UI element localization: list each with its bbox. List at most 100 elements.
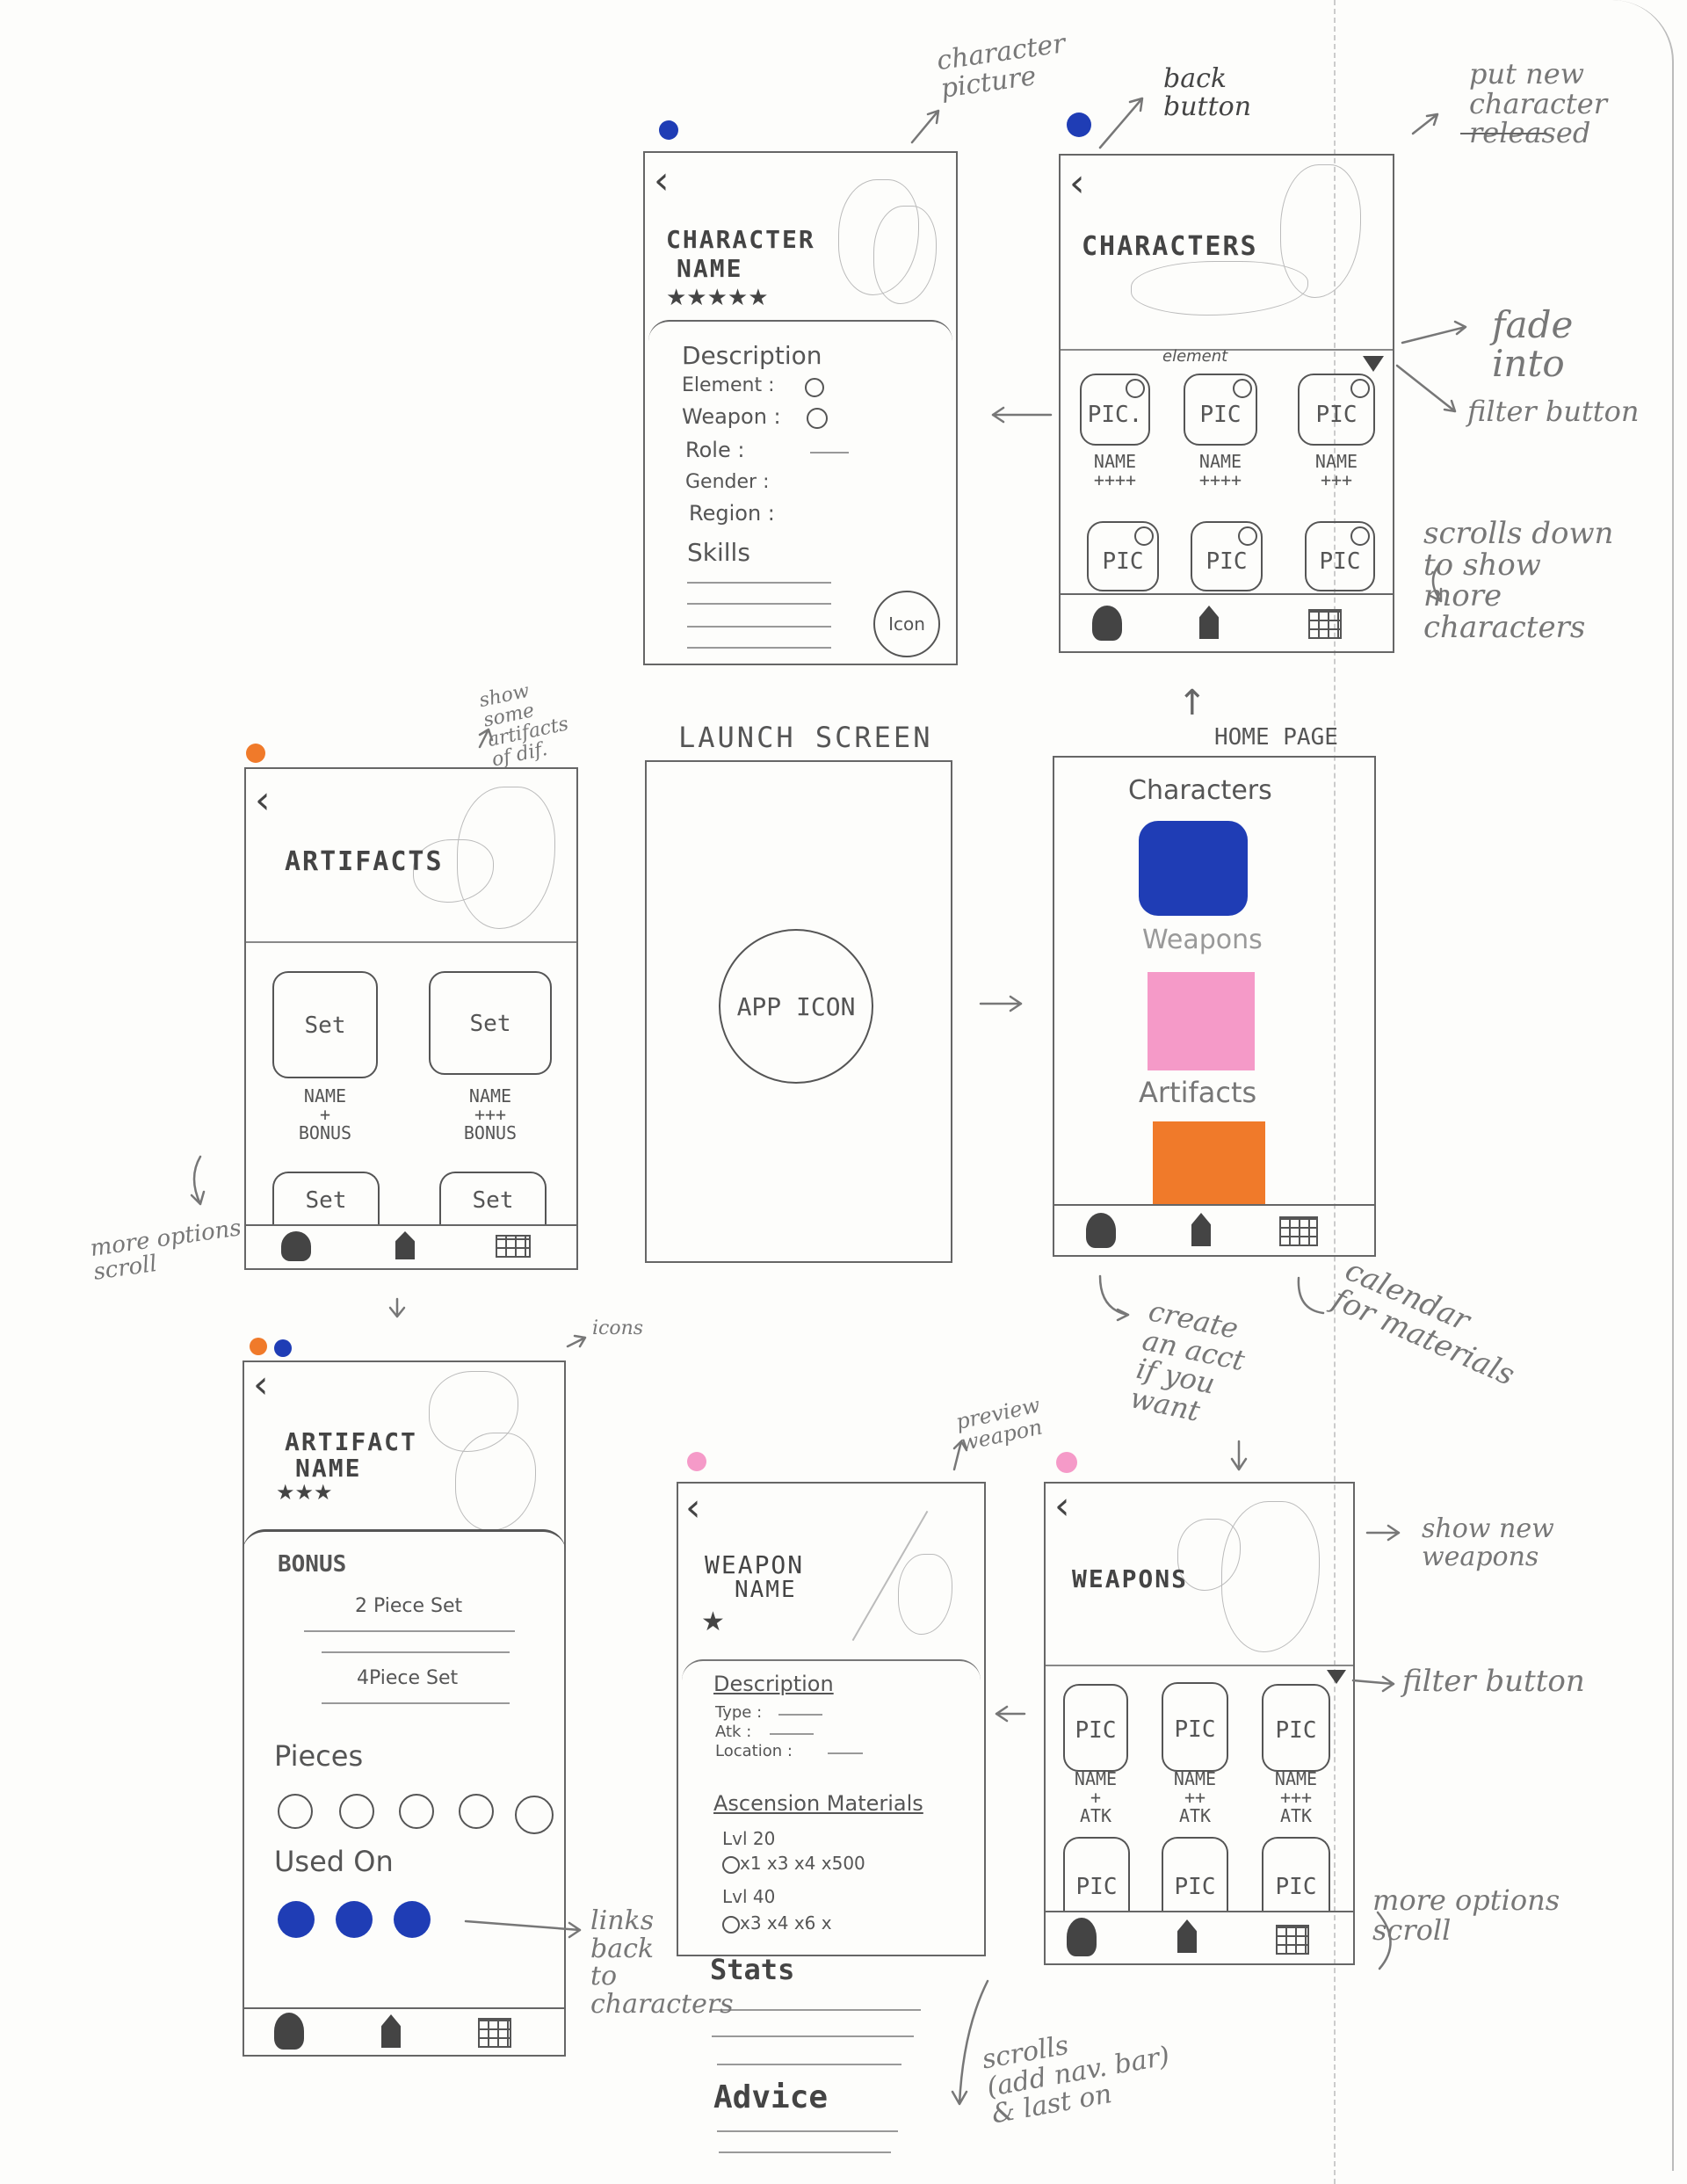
profile-nav-icon[interactable] bbox=[1067, 1918, 1097, 1956]
artifact-set-card[interactable]: Set bbox=[429, 971, 552, 1075]
piece-slot[interactable] bbox=[278, 1794, 313, 1829]
calendar-nav-icon[interactable] bbox=[1276, 1925, 1309, 1955]
back-button-icon[interactable]: ‹ bbox=[253, 1362, 269, 1407]
filter-icon[interactable] bbox=[1327, 1670, 1346, 1684]
home-page-screen: Characters Weapons Artifacts bbox=[1053, 756, 1376, 1257]
calendar-nav-icon[interactable] bbox=[496, 1235, 531, 1258]
arrow-calendar bbox=[1297, 1276, 1325, 1315]
pink-marker-dot bbox=[1056, 1452, 1077, 1473]
description-label: Description bbox=[682, 341, 822, 370]
character-card-caption: NAME++++ bbox=[1093, 451, 1137, 490]
artifact-set-card[interactable]: Set bbox=[272, 971, 378, 1078]
weapon-card-caption: NAME++ATK bbox=[1173, 1768, 1217, 1826]
character-card[interactable]: PIC bbox=[1305, 521, 1375, 591]
weapon-card[interactable]: PIC bbox=[1262, 1837, 1330, 1911]
characters-title: CHARACTERS bbox=[1082, 231, 1258, 262]
pieces-label: Pieces bbox=[274, 1739, 364, 1773]
piece-slot[interactable] bbox=[399, 1794, 434, 1829]
used-on-character[interactable] bbox=[278, 1901, 315, 1938]
used-on-character[interactable] bbox=[394, 1901, 431, 1938]
orange-marker-dot bbox=[246, 744, 265, 763]
blue-marker-dot bbox=[274, 1339, 292, 1357]
home-page-heading: HOME PAGE bbox=[1214, 724, 1338, 751]
home-nav-icon[interactable] bbox=[1177, 1919, 1197, 1953]
character-detail-screen: ‹ CHARACTER NAME ★★★★★ Description Eleme… bbox=[643, 151, 958, 665]
launch-screen: APP ICON bbox=[645, 760, 952, 1263]
calendar-nav-icon[interactable] bbox=[1308, 609, 1342, 639]
piece-slot[interactable] bbox=[459, 1794, 494, 1829]
weapons-tile[interactable] bbox=[1148, 972, 1255, 1070]
arrow-launch-to-home bbox=[979, 995, 1023, 1012]
arrow-character-picture bbox=[910, 109, 940, 144]
field-role: Role : bbox=[685, 438, 745, 462]
back-button-icon[interactable]: ‹ bbox=[685, 1485, 701, 1530]
profile-nav-icon[interactable] bbox=[281, 1231, 311, 1261]
annotation-more-options-2: more options scroll bbox=[1372, 1883, 1560, 1947]
arrow-fade-into bbox=[1401, 320, 1467, 345]
home-section-label-weapons: Weapons bbox=[1142, 925, 1263, 955]
character-card[interactable]: PIC bbox=[1298, 374, 1375, 446]
artifact-name-line2: NAME bbox=[295, 1454, 362, 1483]
characters-tile[interactable] bbox=[1139, 821, 1248, 916]
character-card[interactable]: PIC bbox=[1184, 374, 1257, 446]
home-nav-icon[interactable] bbox=[1191, 1213, 1211, 1246]
four-piece-set-label: 4Piece Set bbox=[357, 1667, 459, 1689]
up-arrow-icon: ↑ bbox=[1177, 683, 1207, 723]
used-on-character[interactable] bbox=[336, 1901, 373, 1938]
artifact-set-card[interactable]: Set bbox=[272, 1172, 380, 1224]
calendar-nav-icon[interactable] bbox=[1279, 1216, 1318, 1246]
character-card[interactable]: PIC. bbox=[1080, 374, 1150, 446]
arrow-artifacts-down bbox=[388, 1297, 406, 1318]
character-card[interactable]: PIC bbox=[1191, 521, 1263, 591]
home-nav-icon[interactable] bbox=[1199, 606, 1219, 639]
nav-bar bbox=[1046, 1911, 1353, 1963]
annotation-back-button: back button bbox=[1163, 63, 1252, 122]
weapon-field-atk: Atk : bbox=[715, 1723, 752, 1741]
weapon-card[interactable]: PIC bbox=[1162, 1682, 1228, 1772]
arrow-create-acct bbox=[1098, 1274, 1130, 1322]
piece-slot[interactable] bbox=[339, 1794, 374, 1829]
artifact-set-caption: NAME+++BONUS bbox=[463, 1085, 518, 1143]
arrow-icons bbox=[566, 1334, 587, 1348]
arrow-links-back bbox=[464, 1919, 582, 1939]
arrow-scroll-characters bbox=[1429, 561, 1443, 603]
character-card[interactable]: PIC bbox=[1087, 521, 1159, 591]
home-nav-icon[interactable] bbox=[395, 1231, 415, 1259]
weapon-card[interactable]: PIC bbox=[1063, 1837, 1130, 1911]
back-button-icon[interactable]: ‹ bbox=[1054, 1484, 1070, 1528]
nav-bar bbox=[1061, 593, 1393, 651]
weapon-card[interactable]: PIC bbox=[1262, 1684, 1330, 1772]
piece-slot[interactable] bbox=[515, 1796, 554, 1834]
back-button-icon[interactable]: ‹ bbox=[255, 778, 271, 823]
artifact-set-caption: NAME+BONUS bbox=[298, 1085, 352, 1143]
field-element: Element : bbox=[682, 374, 775, 396]
profile-nav-icon[interactable] bbox=[1086, 1213, 1116, 1248]
annotation-new-character: put new character released bbox=[1469, 57, 1607, 150]
character-card-caption: NAME+++ bbox=[1314, 451, 1358, 490]
annotation-filter-button-1: filter button bbox=[1467, 395, 1640, 428]
character-name-line1: CHARACTER bbox=[666, 225, 815, 254]
profile-nav-icon[interactable] bbox=[1092, 606, 1122, 641]
home-nav-icon[interactable] bbox=[381, 2014, 401, 2048]
weapon-card[interactable]: PIC bbox=[1162, 1837, 1228, 1911]
back-button-icon[interactable]: ‹ bbox=[1069, 161, 1085, 206]
bonus-label: BONUS bbox=[278, 1551, 347, 1578]
weapon-card[interactable]: PIC bbox=[1063, 1684, 1128, 1772]
filter-icon[interactable] bbox=[1363, 356, 1384, 372]
field-region: Region : bbox=[689, 501, 775, 526]
lvl40-items: x3 x4 x6 x bbox=[740, 1912, 832, 1934]
calendar-nav-icon[interactable] bbox=[478, 2018, 511, 2048]
character-info-panel: Description Element : Weapon : Role : Ge… bbox=[648, 320, 952, 664]
back-chevron-icon[interactable]: ‹ bbox=[654, 158, 670, 203]
lvl20-label: Lvl 20 bbox=[722, 1828, 776, 1849]
profile-nav-icon[interactable] bbox=[274, 2013, 304, 2050]
artifact-set-card[interactable]: Set bbox=[439, 1172, 547, 1224]
arrow-more-options-1 bbox=[190, 1155, 206, 1206]
nav-bar bbox=[244, 2007, 564, 2055]
arrow-show-new-weapons bbox=[1365, 1524, 1401, 1542]
artifact-stars: ★★★ bbox=[276, 1480, 333, 1505]
annotation-show-new-weapons: show new weapons bbox=[1422, 1513, 1554, 1572]
artifacts-tile[interactable] bbox=[1153, 1121, 1265, 1204]
character-stars: ★★★★★ bbox=[666, 285, 769, 311]
